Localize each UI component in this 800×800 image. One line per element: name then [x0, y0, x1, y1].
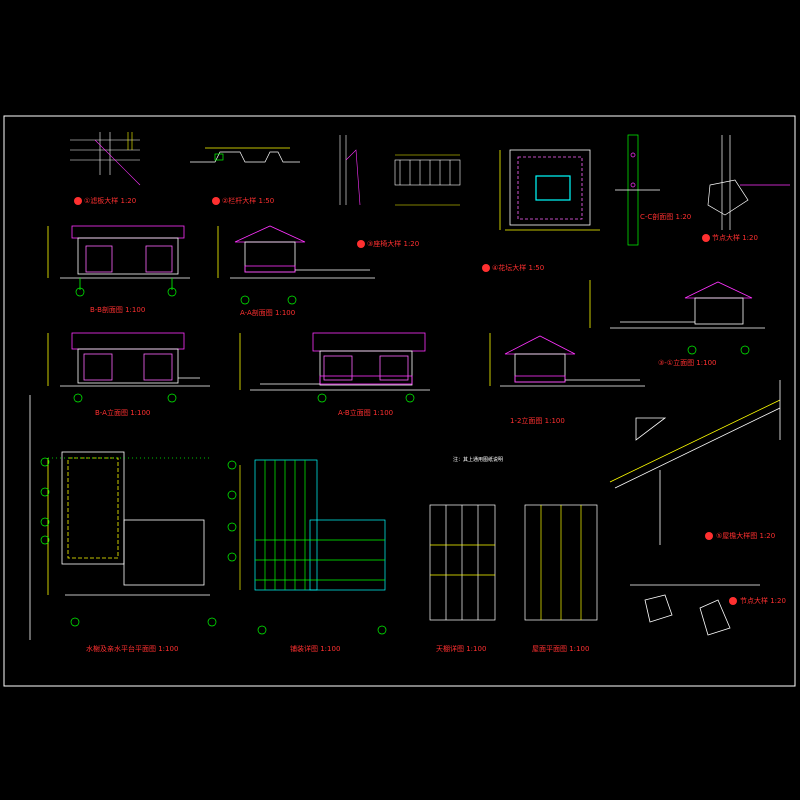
elevation-aa-drawing: [217, 225, 375, 279]
sheet-frame: [3, 115, 796, 687]
elevation-12-drawing: [489, 333, 645, 387]
elevation-bb-title: B-B剖面图 1:100: [90, 306, 146, 314]
detail-4-title: ④花坛大样 1:50: [492, 264, 545, 272]
node-detail-drawing: [630, 584, 760, 636]
detail-5-title: C-C剖面图 1:20: [640, 213, 692, 221]
elevation-31-drawing: [589, 280, 765, 329]
axis-bubbles: [40, 287, 750, 635]
eave-detail-drawing: [609, 380, 781, 545]
plan-2-title: 铺装详图 1:100: [290, 645, 341, 653]
detail-4-drawing: [499, 149, 600, 231]
elevation-ab-drawing: [239, 332, 430, 391]
detail-5-drawing: [615, 134, 660, 246]
detail-6-drawing: [707, 135, 790, 230]
plan-4-title: 屋面平面图 1:100: [532, 645, 590, 653]
plan-2-drawing: [239, 459, 386, 591]
elevation-ba-drawing: [47, 332, 210, 387]
node-detail-title: 节点大样 1:20: [740, 597, 786, 605]
plan-1-title: 水榭及亲水平台平面图 1:100: [86, 645, 179, 653]
elevation-12-title: 1-2立面图 1:100: [510, 417, 565, 425]
detail-3-drawing: [339, 135, 461, 206]
plan-3-title: 天棚详图 1:100: [436, 645, 487, 653]
elevation-aa-title: A-A剖面图 1:100: [240, 309, 296, 317]
plan-3-drawing: [429, 504, 496, 621]
title-bubbles: [74, 197, 737, 605]
detail-2-drawing: [190, 147, 300, 163]
plan-1-drawing: [29, 395, 210, 640]
elevation-ba-title: B-A立面图 1:100: [95, 409, 151, 417]
elevation-bb-drawing: [47, 225, 190, 290]
detail-2-title: ②栏杆大样 1:50: [222, 197, 275, 205]
elevation-31-title: ③-①立面图 1:100: [658, 359, 717, 367]
plan-note: 注：其上通用图纸说明: [453, 457, 504, 463]
detail-6-title: 节点大样 1:20: [712, 234, 758, 242]
detail-1-drawing: [70, 132, 141, 186]
detail-3-title: ③座椅大样 1:20: [367, 240, 420, 248]
elevation-ab-title: A-B立面图 1:100: [338, 409, 394, 417]
plan-4-drawing: [524, 504, 598, 621]
eave-detail-title: ⑤屋檐大样图 1:20: [716, 532, 776, 540]
detail-1-title: ①滤板大样 1:20: [84, 197, 137, 205]
